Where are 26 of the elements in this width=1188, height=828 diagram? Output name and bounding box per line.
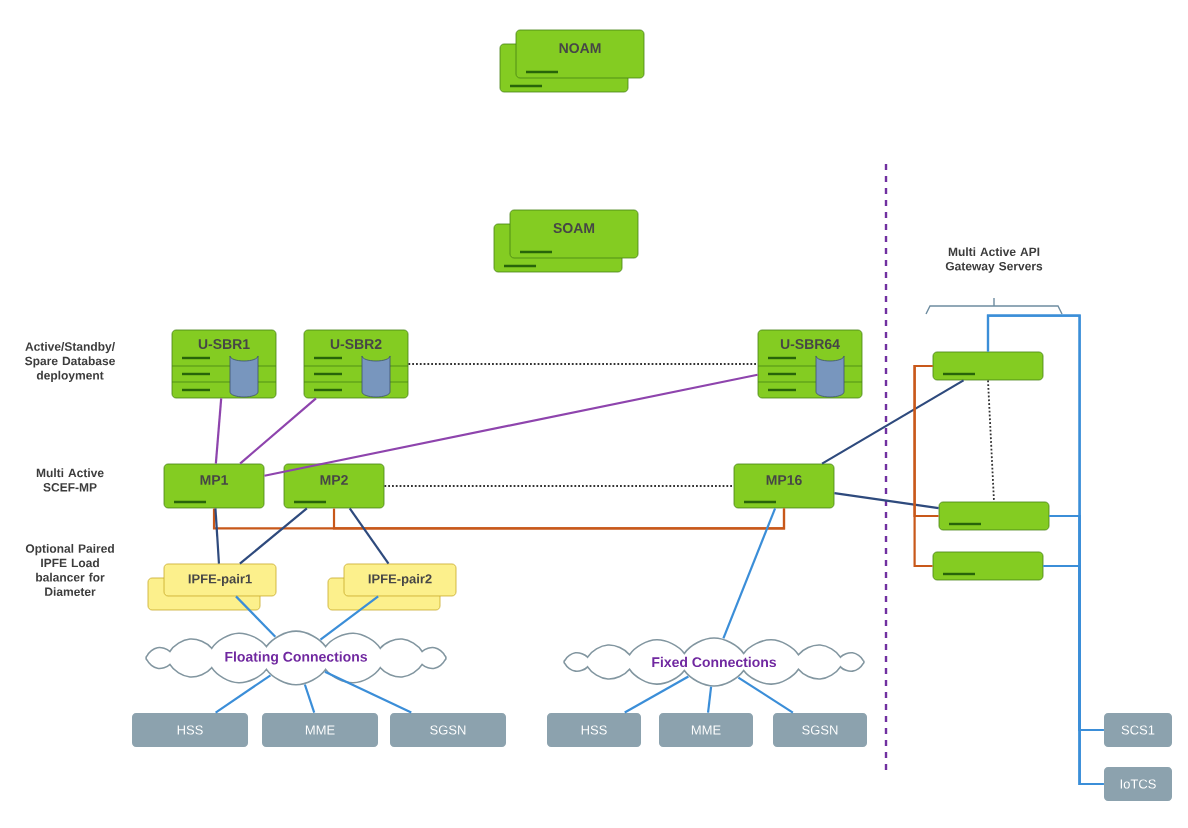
- connector: [722, 507, 777, 639]
- server-icon: [932, 551, 1044, 581]
- connector: [264, 373, 758, 477]
- connector: [239, 507, 308, 565]
- server-icon: [938, 501, 1050, 531]
- server-icon: [932, 351, 1044, 381]
- connector: [214, 398, 223, 464]
- connector: [624, 675, 689, 714]
- connector: [821, 379, 965, 465]
- connector: [348, 507, 390, 565]
- connector: [383, 485, 735, 487]
- connector: [913, 364, 933, 568]
- connector: [1043, 564, 1104, 786]
- connector: [215, 674, 272, 714]
- connector: [987, 379, 995, 503]
- connector: [834, 492, 939, 510]
- connector: [235, 595, 277, 638]
- connector: [332, 508, 786, 530]
- connector: [324, 670, 412, 714]
- connector: [407, 363, 759, 365]
- connector: [319, 595, 379, 641]
- connector: [239, 397, 317, 465]
- connector: [706, 686, 713, 713]
- connector: [214, 508, 221, 564]
- connector: [303, 684, 316, 713]
- connector: [737, 676, 794, 714]
